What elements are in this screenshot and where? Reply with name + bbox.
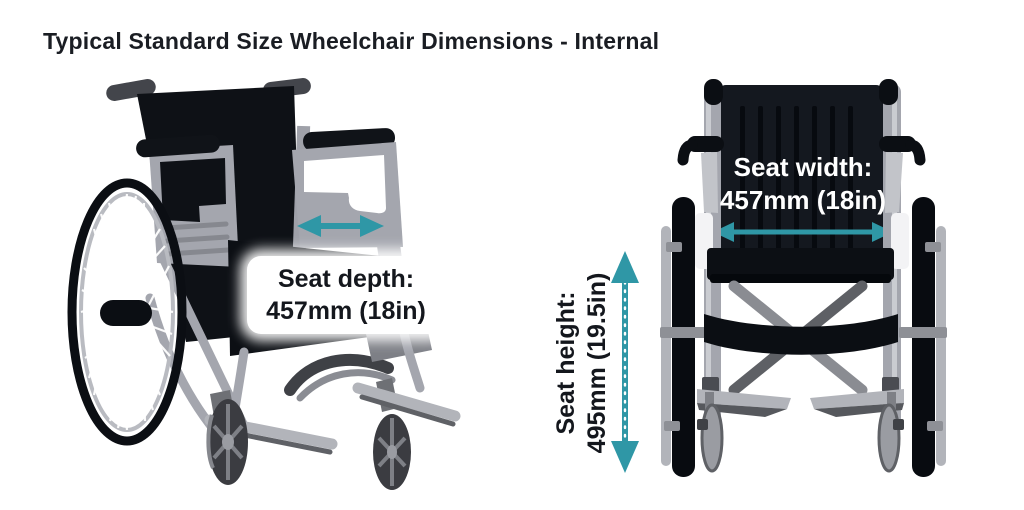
wheelchair-front-illustration — [611, 79, 947, 477]
seat-depth-label: Seat depth: 457mm (18in) — [247, 256, 445, 334]
wheel-spokes — [80, 193, 174, 431]
calf-strap — [704, 314, 898, 355]
backrest-slats — [740, 106, 853, 256]
side-wheels — [660, 197, 947, 477]
armrests — [677, 136, 926, 213]
seat-depth-label-line2: 457mm (18in) — [266, 297, 426, 325]
seat-width-label: Seat width: 457mm (18in) — [695, 151, 911, 217]
page-title: Typical Standard Size Wheelchair Dimensi… — [43, 28, 660, 54]
seat-depth-label-line1: Seat depth: — [277, 265, 415, 293]
rim-connectors — [660, 242, 947, 431]
seat-width-label-line1: Seat width: — [733, 152, 873, 182]
seat-width-arrow-icon — [713, 222, 893, 242]
seat-height-label: Seat height: 495mm (19.5in) — [550, 243, 614, 483]
wheel-hub — [100, 300, 152, 326]
footrests — [697, 377, 904, 473]
seat-cushion — [707, 248, 894, 283]
hand-rims — [661, 226, 946, 466]
seat-width-label-line2: 457mm (18in) — [719, 185, 887, 215]
caster-wheel — [373, 414, 411, 490]
rear-wheel — [67, 178, 187, 446]
seat-height-label-line1: Seat height: — [552, 291, 580, 435]
backrest — [718, 85, 884, 269]
seat-height-label-line2: 495mm (19.5in) — [583, 272, 611, 454]
side-guard — [891, 213, 909, 269]
seat-depth-arrow-icon — [297, 215, 384, 237]
seat-height-arrow-icon — [611, 251, 639, 473]
caster-wheel — [206, 399, 248, 485]
